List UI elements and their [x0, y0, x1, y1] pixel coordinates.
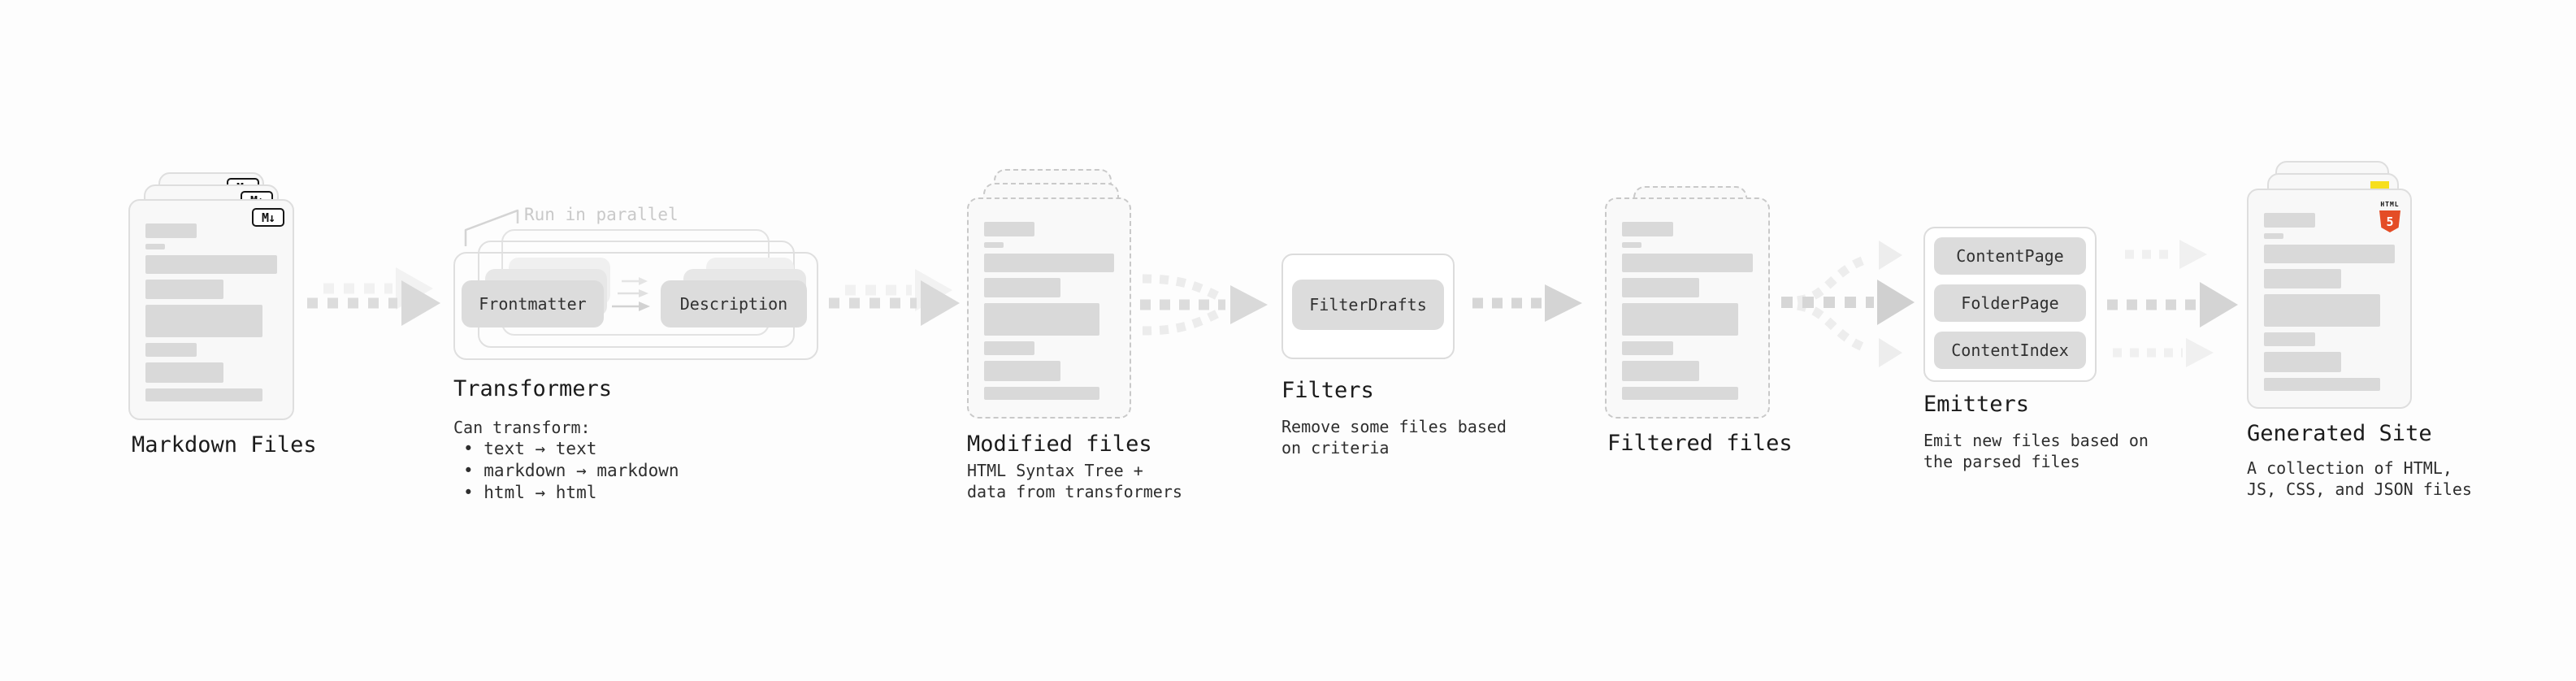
html5-icon: HTML 5 [2378, 194, 2402, 232]
stage-filters-desc: Remove some files based on criteria [1281, 417, 1507, 458]
transformer-chip-description: Description [661, 280, 807, 327]
document-text-placeholder [984, 222, 1114, 406]
arrow-filters-to-filtered-icon [1472, 284, 1582, 322]
transformer-group-box-front [453, 252, 818, 360]
stage-filtered-label: Filtered files [1607, 431, 1793, 456]
arrow-transformers-to-modified-icon [829, 269, 960, 326]
document-text-placeholder [2264, 213, 2395, 397]
stage-emitters-label: Emitters [1923, 392, 2030, 417]
emitter-chip-folderpage: FolderPage [1934, 284, 2086, 322]
run-in-parallel-note: Run in parallel [524, 205, 679, 224]
document-text-placeholder [145, 223, 277, 407]
transformer-chip-frontmatter: Frontmatter [462, 280, 604, 327]
transformer-step-arrows-icon [612, 277, 650, 311]
transform-bullet: • text → text [463, 439, 597, 458]
emitter-chip-contentindex: ContentIndex [1934, 332, 2086, 369]
modified-file-card-front [967, 197, 1131, 419]
arrow-emitters-to-generated-icon [2107, 240, 2238, 367]
generated-file-card-html: HTML 5 [2247, 189, 2412, 409]
markdown-icon: M↓ [252, 208, 284, 227]
stage-emitters-desc: Emit new files based on the parsed files [1923, 431, 2149, 471]
stage-transformers-desc-title: Can transform: [453, 418, 591, 437]
emitter-chip-contentpage: ContentPage [1934, 237, 2086, 275]
markdown-file-card-front: M↓ [128, 199, 294, 420]
arrow-filtered-to-emitters-icon [1781, 241, 1915, 367]
transform-bullet: • html → html [463, 483, 597, 502]
stage-generated-label: Generated Site [2247, 421, 2432, 446]
filtered-file-card-front [1605, 197, 1770, 419]
run-in-parallel-connector-icon [464, 209, 519, 246]
arrow-markdown-to-transformers-icon [307, 267, 440, 326]
stage-modified-label: Modified files [967, 432, 1152, 457]
filter-chip-filterdrafts: FilterDrafts [1292, 280, 1444, 330]
stage-transformers-label: Transformers [453, 376, 613, 401]
js-badge-icon [2370, 181, 2389, 189]
stage-filters-label: Filters [1281, 378, 1374, 403]
document-text-placeholder [1622, 222, 1753, 406]
stage-modified-desc: HTML Syntax Tree + data from transformer… [967, 461, 1182, 501]
stage-generated-desc: A collection of HTML, JS, CSS, and JSON … [2247, 458, 2472, 499]
arrow-modified-to-filters-icon [1140, 274, 1268, 336]
stage-markdown-label: Markdown Files [132, 432, 317, 458]
transform-bullet: • markdown → markdown [463, 461, 679, 480]
